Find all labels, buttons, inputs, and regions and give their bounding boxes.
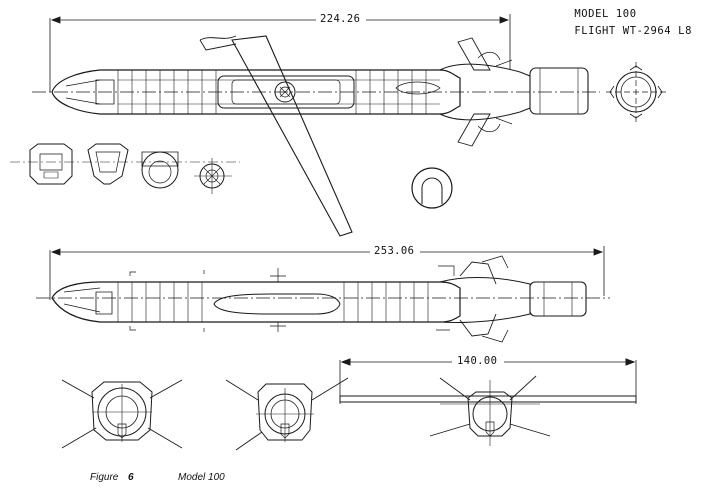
- title-block: MODEL 100 FLIGHT WT-2964 L8: [574, 6, 692, 40]
- front-view-2: [226, 378, 348, 450]
- figure-label: Figure: [90, 472, 119, 483]
- top-view-missile: [32, 14, 600, 236]
- side-view-missile: [36, 246, 610, 342]
- side-length-dimension-line: [50, 246, 604, 300]
- wing-span-view: [340, 359, 636, 404]
- round-section-detail: [412, 168, 452, 208]
- figure-model: Model 100: [178, 472, 225, 483]
- front-view-1: [62, 380, 182, 448]
- rear-view-top: [606, 62, 666, 122]
- front-view-3: [430, 376, 550, 446]
- side-length-dimension: 253.06: [372, 245, 417, 257]
- top-length-dimension: 224.26: [318, 13, 363, 25]
- cross-sections: [10, 144, 240, 194]
- figure-number: 6: [128, 472, 134, 483]
- model-title: MODEL 100: [574, 8, 637, 20]
- span-dimension: 140.00: [455, 355, 500, 367]
- flight-title: FLIGHT WT-2964 L8: [574, 25, 692, 37]
